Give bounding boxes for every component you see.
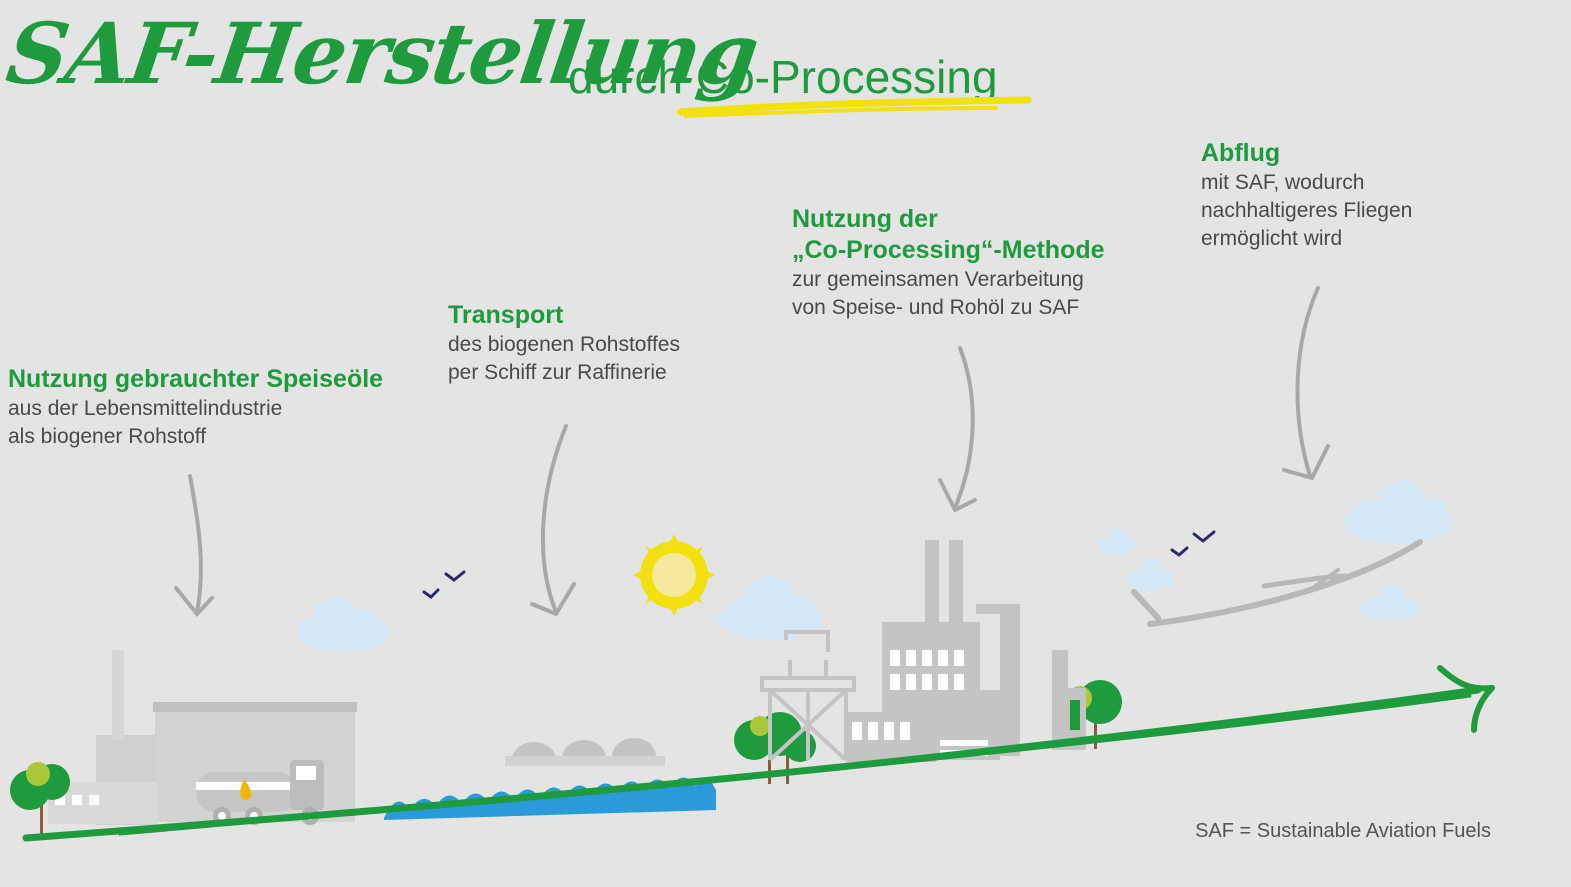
sun-icon	[633, 534, 715, 616]
growth-arrow-icon	[22, 665, 1495, 842]
cloud-icon	[1097, 529, 1137, 555]
step-desc-line: per Schiff zur Raffinerie	[448, 361, 667, 384]
cloud-icon	[1360, 584, 1420, 620]
step-used-cooking-oil: Nutzung gebrauchter Speiseöle aus der Le…	[8, 364, 383, 451]
cloud-icon	[1126, 559, 1174, 590]
step-desc-line: nachhaltigeres Fliegen	[1201, 199, 1413, 222]
bird-icon	[422, 530, 1216, 599]
cloud-icon	[297, 598, 389, 652]
tree-icon	[10, 762, 70, 834]
step-heading: Nutzung gebrauchter Speiseöle	[8, 365, 384, 393]
step-heading: Transport	[448, 301, 564, 329]
refinery-icon	[846, 540, 1086, 762]
arrow-down-icon	[174, 474, 214, 618]
cloud-icon	[718, 576, 822, 640]
title-highlight: Co-Processing	[695, 51, 998, 103]
step-desc-line: des biogenen Rohstoffes	[448, 333, 680, 356]
step-heading-2: „Co-Processing“-Methode	[792, 236, 1105, 264]
yellow-underline-icon	[676, 96, 1032, 118]
step-desc-line: ermöglicht wird	[1201, 227, 1343, 250]
step-transport: Transport des biogenen Rohstoffes per Sc…	[448, 300, 680, 387]
step-heading: Abflug	[1201, 139, 1281, 167]
arrow-down-icon	[1282, 286, 1330, 481]
step-desc-line: mit SAF, wodurch	[1201, 171, 1365, 194]
title-subtitle: durch Co-Processing	[568, 50, 998, 104]
arrow-down-icon	[938, 346, 977, 513]
step-desc-line: zur gemeinsamen Verarbeitung	[792, 268, 1084, 291]
tower-icon	[760, 630, 856, 762]
step-desc-line: aus der Lebensmittelindustrie	[8, 397, 283, 420]
step-desc-line: von Speise- und Rohöl zu SAF	[792, 296, 1080, 319]
airplane-icon	[1131, 539, 1423, 627]
step-heading: Nutzung der	[792, 205, 938, 233]
tanker-truck-icon	[196, 760, 324, 825]
step-takeoff: Abflug mit SAF, wodurch nachhaltigeres F…	[1201, 138, 1412, 253]
cloud-icon	[1344, 480, 1452, 544]
footnote: SAF = Sustainable Aviation Fuels	[1195, 820, 1491, 842]
step-co-processing: Nutzung der „Co-Processing“-Methode zur …	[792, 204, 1105, 322]
step-desc-line: als biogener Rohstoff	[8, 425, 207, 448]
arrow-down-icon	[530, 424, 576, 617]
title-prefix: durch	[568, 51, 696, 103]
ship-icon	[505, 738, 665, 766]
